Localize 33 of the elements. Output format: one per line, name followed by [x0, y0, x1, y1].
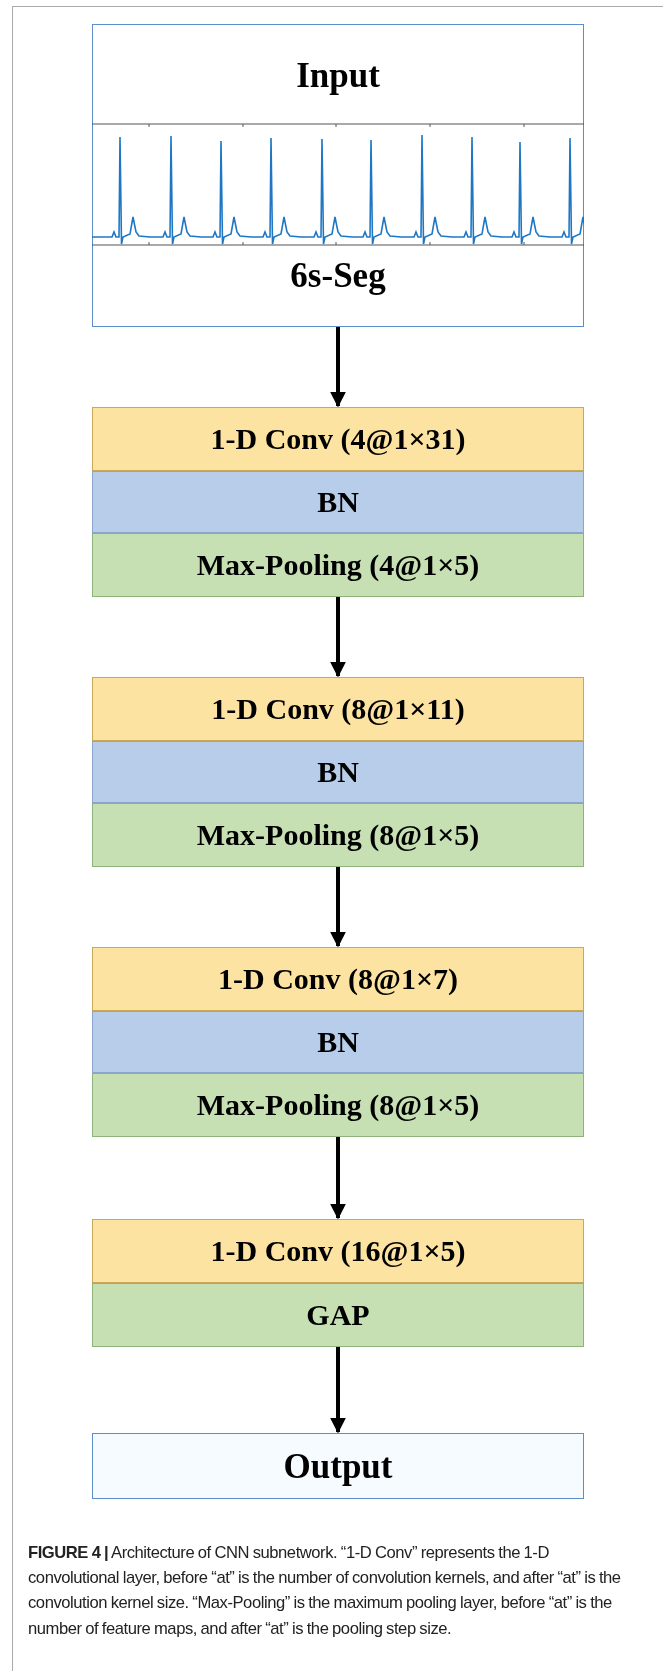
- pooling-layer-band: [92, 1073, 584, 1137]
- layer-label: Max-Pooling (4@1×5): [196, 550, 480, 580]
- arrow: [330, 597, 346, 678]
- output-label: Output: [283, 1448, 393, 1484]
- layer-label: 1-D Conv (4@1×31): [210, 424, 466, 454]
- input-label: Input: [296, 57, 380, 93]
- input-box: [92, 24, 584, 327]
- arrow: [330, 1347, 346, 1434]
- pooling-layer-band: [92, 803, 584, 867]
- conv-layer-band: [92, 947, 584, 1011]
- conv-layer-band: [92, 677, 584, 741]
- layer-label: 1-D Conv (8@1×11): [211, 694, 465, 724]
- output-box: [92, 1433, 584, 1499]
- arrow: [330, 327, 346, 408]
- batch-norm-band: [92, 1011, 584, 1073]
- layer-label: BN: [317, 487, 359, 517]
- layer-label: 1-D Conv (8@1×7): [218, 964, 458, 994]
- layer-label: GAP: [306, 1300, 370, 1330]
- layer-label: Max-Pooling (8@1×5): [196, 820, 480, 850]
- figure-caption: FIGURE 4 | Architecture of CNN subnetwork. “1-D Conv” represents the 1-D convolutional layer, before “at” is the number of convolution kernels, and after “at” is the convolution kernel size. “Max-Pooling” is the maximum pooling layer, before “at” is the number of feature maps, and after “at” is the pooling step size.: [28, 1542, 622, 1640]
- conv-layer-band: [92, 407, 584, 471]
- pooling-layer-band: [92, 1283, 584, 1347]
- pooling-layer-band: [92, 533, 584, 597]
- arrow: [330, 1137, 346, 1220]
- segment-label: 6s-Seg: [290, 257, 386, 293]
- batch-norm-band: [92, 741, 584, 803]
- layer-label: BN: [317, 757, 359, 787]
- batch-norm-band: [92, 471, 584, 533]
- conv-layer-band: [92, 1219, 584, 1283]
- layer-label: 1-D Conv (16@1×5): [210, 1236, 466, 1266]
- arrow: [330, 867, 346, 948]
- layer-label: BN: [317, 1027, 359, 1057]
- layer-label: Max-Pooling (8@1×5): [196, 1090, 480, 1120]
